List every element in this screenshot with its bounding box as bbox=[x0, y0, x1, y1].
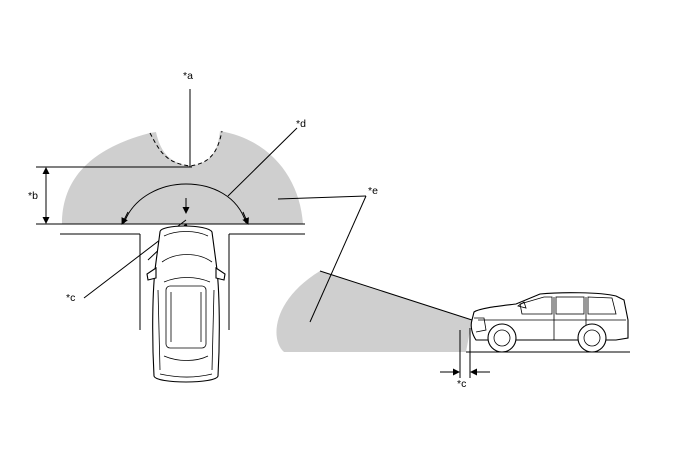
side-view-detection-area bbox=[276, 271, 472, 352]
top-view-detection-area bbox=[62, 131, 303, 224]
top-view bbox=[36, 89, 305, 383]
leader-line-d bbox=[227, 127, 298, 197]
side-view-detection-top-edge bbox=[319, 270, 473, 321]
leader-line-e-1 bbox=[277, 195, 367, 200]
car-side-view bbox=[470, 292, 629, 353]
detection-arc-d-arrow-left bbox=[121, 211, 129, 225]
side-view bbox=[276, 195, 630, 378]
top-view-dashed-boundary bbox=[149, 130, 223, 167]
label-c-right: *c bbox=[457, 378, 466, 390]
label-a: *a bbox=[183, 70, 193, 82]
label-c-left: *c bbox=[66, 292, 75, 304]
car-top-view bbox=[146, 225, 226, 383]
detection-arc-d-arrow-right bbox=[242, 211, 249, 225]
label-e: *e bbox=[368, 185, 378, 197]
label-b: *b bbox=[28, 190, 38, 202]
detection-arc-d bbox=[123, 183, 247, 224]
label-d: *d bbox=[296, 118, 306, 130]
leader-line-e-2 bbox=[309, 195, 367, 323]
